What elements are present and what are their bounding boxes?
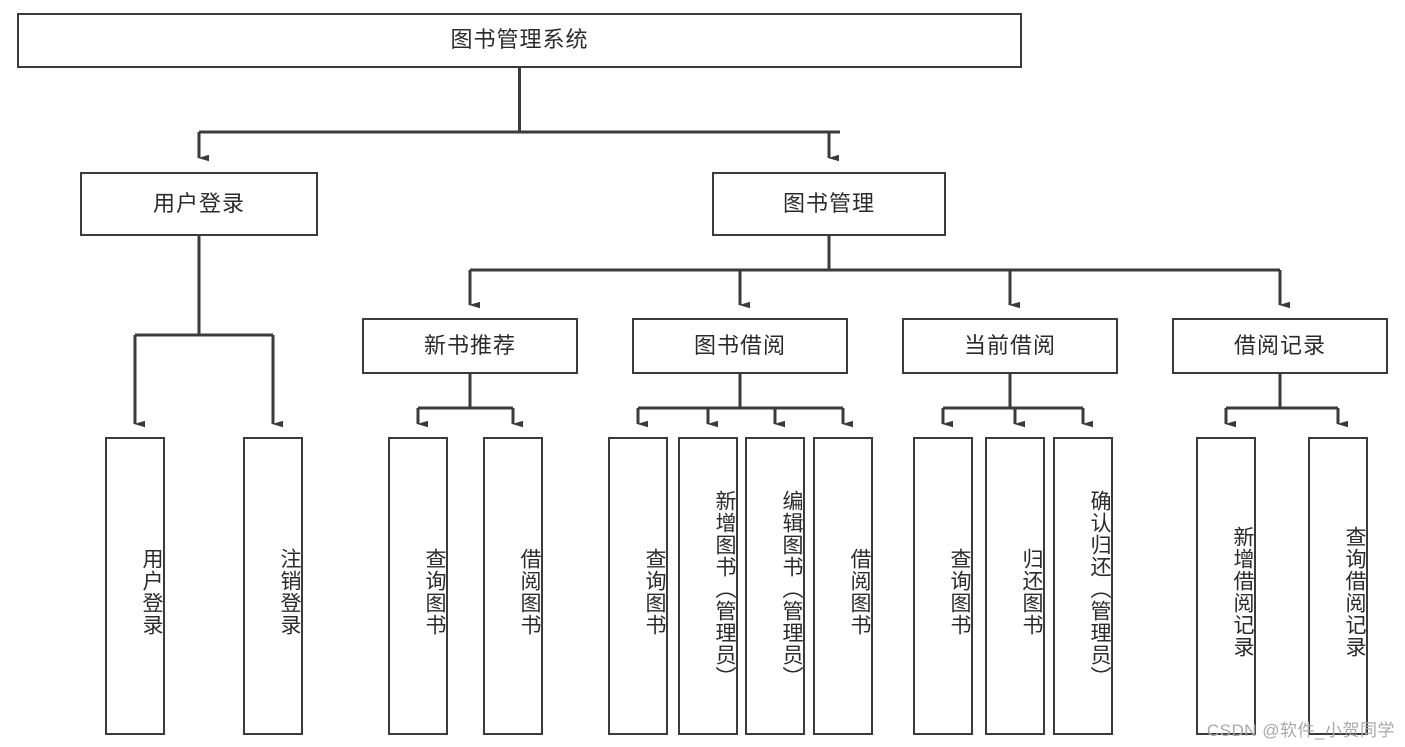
node-leaf-user-login[interactable]: 用户登录	[105, 437, 165, 735]
node-user-login[interactable]: 用户登录	[80, 172, 318, 236]
node-leaf-confirm-return[interactable]: 确认归还（管理员）	[1053, 437, 1113, 735]
node-leaf-query-book-1[interactable]: 查询图书	[388, 437, 448, 735]
node-leaf-query-book-2[interactable]: 查询图书	[608, 437, 668, 735]
node-leaf-borrow-book-2[interactable]: 借阅图书	[813, 437, 873, 735]
csdn-watermark: CSDN @软件_小贺同学	[1206, 721, 1395, 740]
node-leaf-add-book[interactable]: 新增图书（管理员）	[678, 437, 738, 735]
node-leaf-query-borrow-record[interactable]: 查询借阅记录	[1308, 437, 1368, 735]
node-leaf-borrow-book-1[interactable]: 借阅图书	[483, 437, 543, 735]
node-book-borrow[interactable]: 图书借阅	[632, 318, 848, 374]
node-leaf-edit-book[interactable]: 编辑图书（管理员）	[745, 437, 805, 735]
node-leaf-return-book[interactable]: 归还图书	[985, 437, 1045, 735]
node-book-manage[interactable]: 图书管理	[712, 172, 946, 236]
node-leaf-query-book-3[interactable]: 查询图书	[913, 437, 973, 735]
node-new-book-recommendation[interactable]: 新书推荐	[362, 318, 578, 374]
node-borrow-record[interactable]: 借阅记录	[1172, 318, 1388, 374]
node-root[interactable]: 图书管理系统	[17, 13, 1022, 68]
node-leaf-add-borrow-record[interactable]: 新增借阅记录	[1196, 437, 1256, 735]
node-leaf-logout[interactable]: 注销登录	[243, 437, 303, 735]
node-current-borrow[interactable]: 当前借阅	[902, 318, 1118, 374]
